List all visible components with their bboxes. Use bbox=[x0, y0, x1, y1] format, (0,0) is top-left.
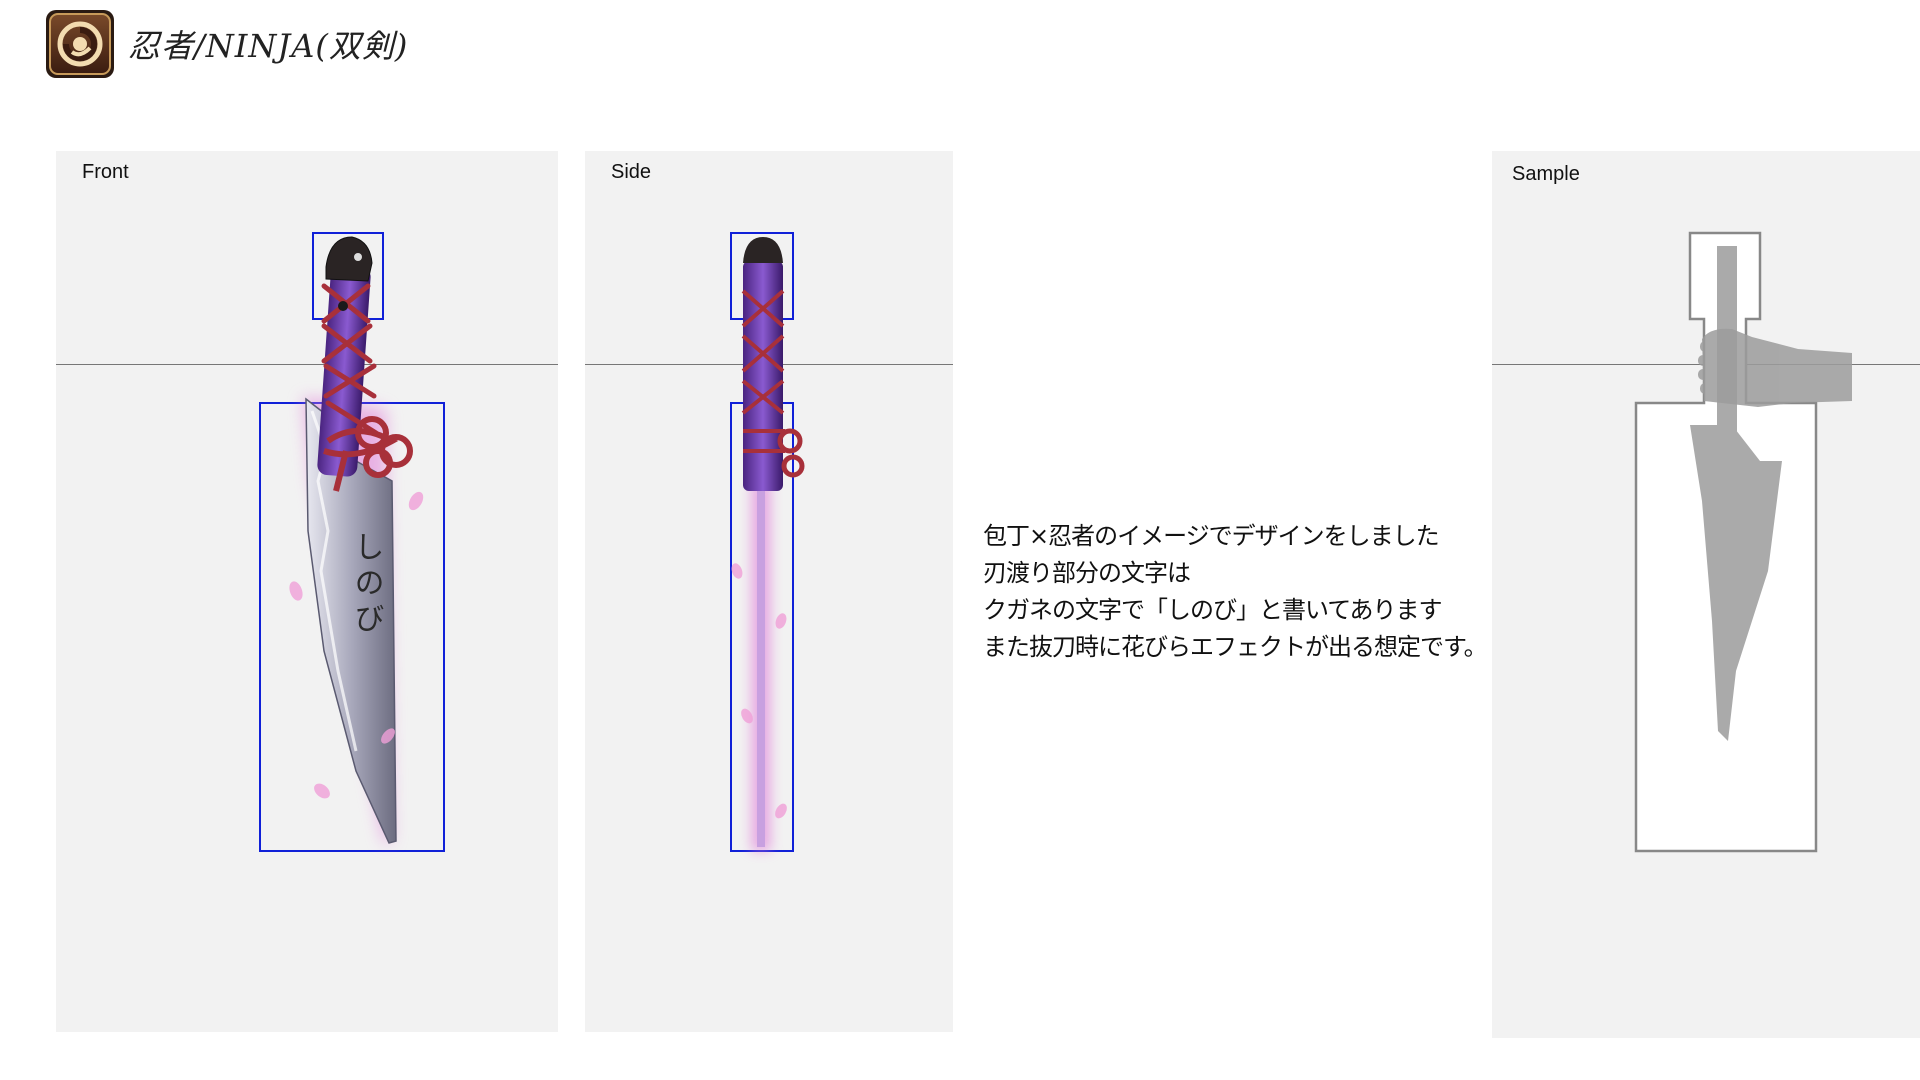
sample-panel: Sample bbox=[1492, 151, 1920, 1038]
front-panel-label: Front bbox=[82, 161, 129, 183]
blade-kana-text: しのび bbox=[349, 531, 384, 639]
side-weapon-illustration bbox=[730, 232, 805, 852]
sample-sword-silhouette bbox=[1690, 246, 1782, 741]
description-line: クガネの文字で「しのび」と書いてあります bbox=[983, 596, 1443, 624]
description-line: 刃渡り部分の文字は bbox=[983, 559, 1191, 587]
cord-knot bbox=[323, 416, 413, 492]
description-line: 包丁×忍者のイメージでデザインをしました bbox=[983, 522, 1440, 550]
ninja-class-emblem-icon bbox=[46, 10, 114, 78]
sample-silhouette-illustration bbox=[1634, 231, 1852, 853]
side-panel-label: Side bbox=[611, 161, 652, 183]
page-title: 忍者/NINJA(双剣) bbox=[128, 27, 409, 65]
sample-panel-label: Sample bbox=[1512, 163, 1580, 185]
header: 忍者/NINJA(双剣) bbox=[44, 6, 408, 82]
pommel bbox=[743, 237, 783, 263]
side-panel: Side bbox=[585, 151, 953, 1032]
design-description: 包丁×忍者のイメージでデザインをしました 刃渡り部分の文字は クガネの文字で「し… bbox=[983, 518, 1488, 666]
hand-silhouette-icon bbox=[1698, 328, 1852, 407]
front-weapon-illustration: しのび bbox=[259, 232, 445, 852]
cord-knot bbox=[777, 428, 805, 478]
guide-line bbox=[56, 364, 558, 365]
blade bbox=[757, 481, 765, 847]
pommel bbox=[325, 236, 373, 282]
front-panel: Front しのび bbox=[56, 151, 558, 1032]
description-line: また抜刀時に花びらエフェクトが出る想定です。 bbox=[983, 633, 1488, 661]
